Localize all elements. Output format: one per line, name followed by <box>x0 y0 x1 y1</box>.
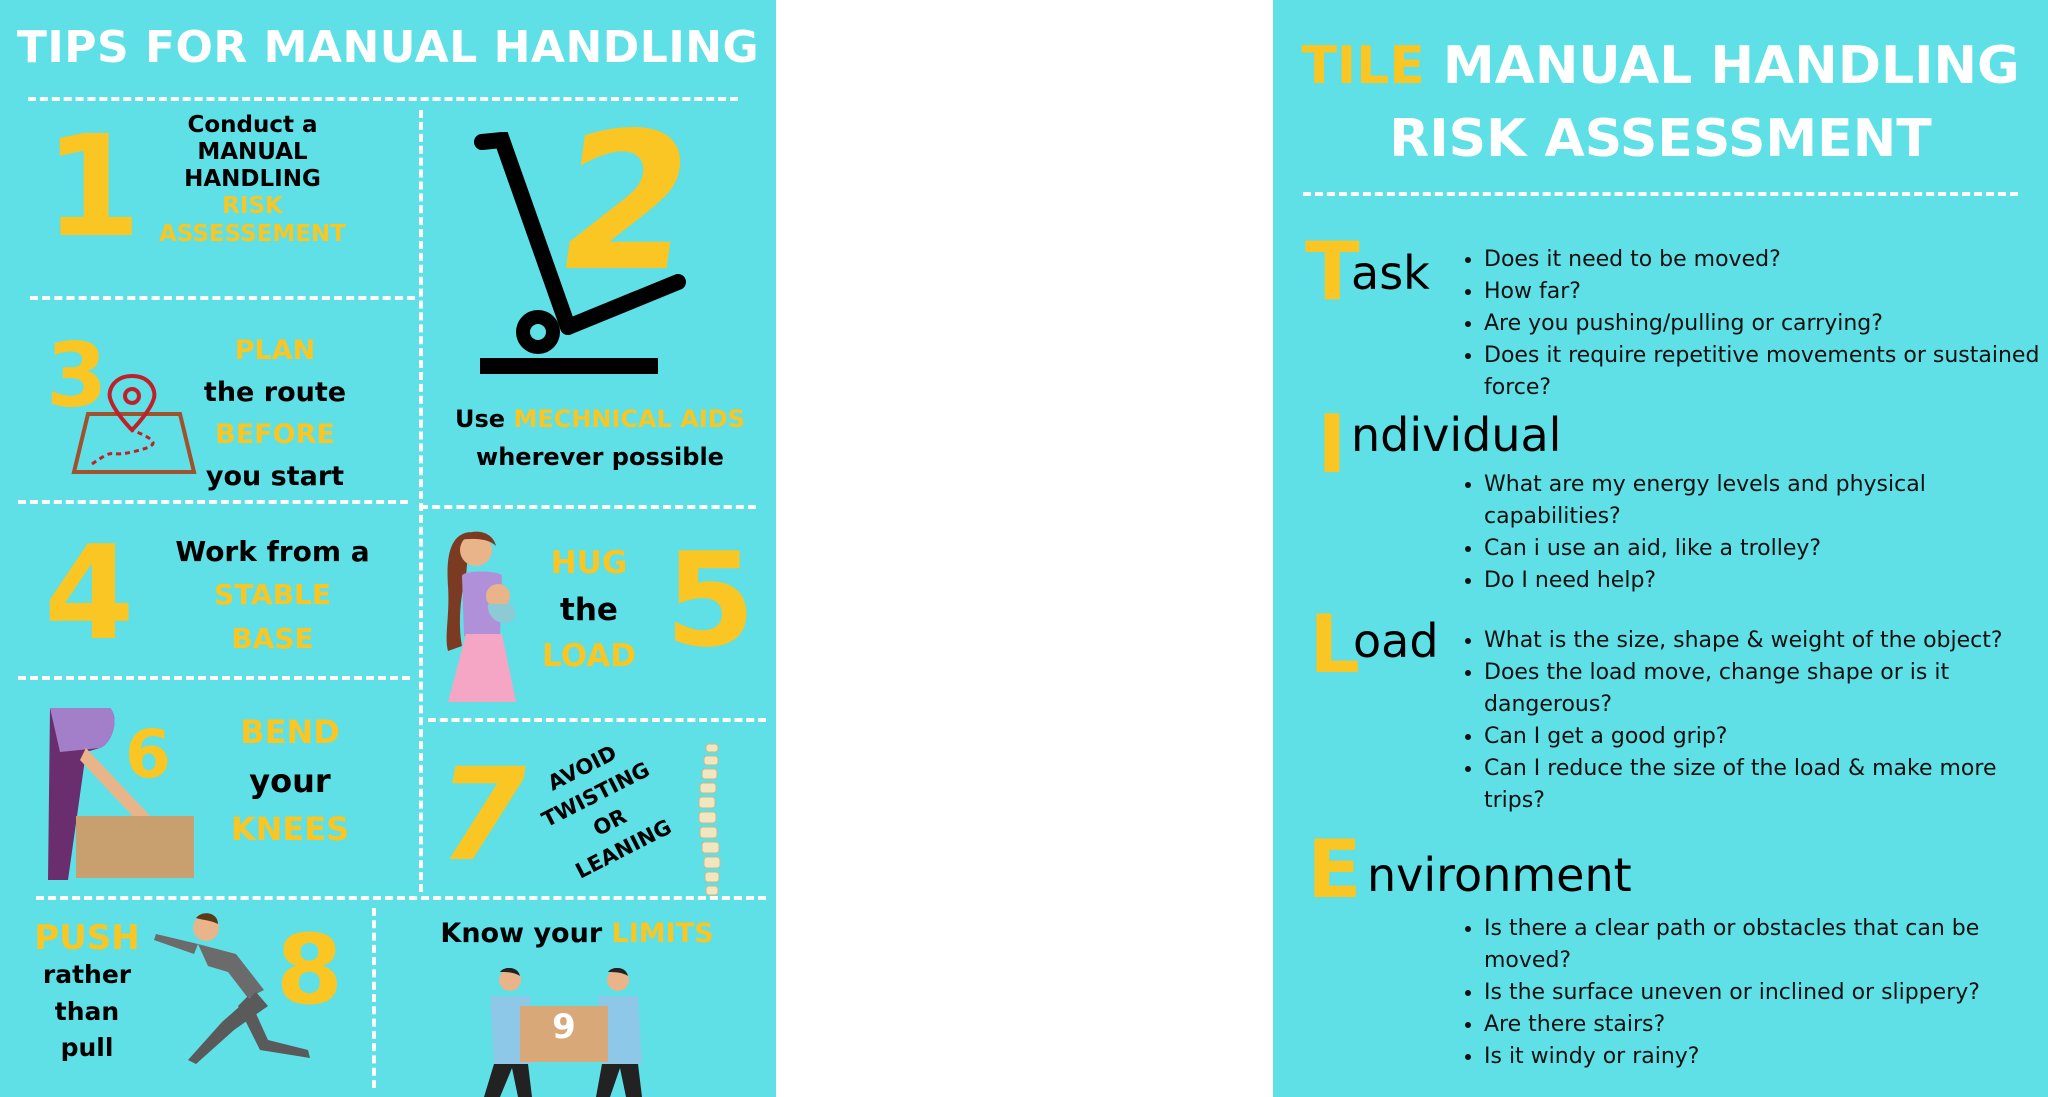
tip-8-number: 8 <box>276 914 343 1026</box>
list-item: Are there stairs? <box>1484 1009 2044 1041</box>
list-item: What are my energy levels and physical c… <box>1484 469 2044 533</box>
spine-icon <box>698 743 721 896</box>
tip-3-number: 3 <box>46 324 108 427</box>
list-item: Is it windy or rainy? <box>1484 1041 2044 1073</box>
list-item: Is the surface uneven or inclined or sli… <box>1484 977 2044 1009</box>
tip-8-text: PUSH rather than pull <box>34 918 140 1062</box>
divider <box>36 896 766 900</box>
tip-5-text: HUG the LOAD <box>542 545 636 674</box>
task-questions: Does it need to be moved? How far? Are y… <box>1458 244 2044 404</box>
tile-title: TILE MANUAL HANDLING RISK ASSESSMENT <box>1301 36 2020 169</box>
list-item: How far? <box>1484 276 2044 308</box>
bending-person-icon <box>48 708 194 880</box>
section-title-environment: nvironment <box>1367 848 1632 902</box>
divider <box>428 718 766 722</box>
tip-2-number: 2 <box>544 92 708 313</box>
tip-9-number: 9 <box>552 1007 576 1047</box>
list-item: What is the size, shape & weight of the … <box>1484 625 2044 657</box>
map-route-icon <box>71 373 197 474</box>
divider <box>420 505 756 509</box>
list-item: Are you pushing/pulling or carrying? <box>1484 308 2044 340</box>
list-item: Can I get a good grip? <box>1484 721 2044 753</box>
list-item: Do I need help? <box>1484 565 2044 597</box>
hand-truck-icon <box>474 132 686 374</box>
divider <box>28 97 738 101</box>
tip-4-number: 4 <box>44 517 135 669</box>
list-item: Does the load move, change shape or is i… <box>1484 657 2044 721</box>
tip-1-text: Conduct a MANUAL HANDLING RISK ASSESSEME… <box>159 112 346 247</box>
section-letter-e: E <box>1307 823 1362 916</box>
divider <box>419 110 423 892</box>
load-questions: What is the size, shape & weight of the … <box>1458 625 2044 817</box>
list-item: Can i use an aid, like a trolley? <box>1484 533 2044 565</box>
divider <box>1303 192 2018 196</box>
section-letter-i: I <box>1317 398 1347 491</box>
section-title-task: ask <box>1351 246 1430 300</box>
divider <box>18 676 410 680</box>
divider <box>18 500 408 504</box>
tip-5-number: 5 <box>665 524 756 676</box>
tips-title: TIPS FOR MANUAL HANDLING <box>16 22 760 73</box>
pushing-person-icon <box>154 913 310 1064</box>
individual-questions: What are my energy levels and physical c… <box>1458 469 2044 597</box>
tile-panel: TILE MANUAL HANDLING RISK ASSESSMENT T a… <box>1273 0 2048 1097</box>
section-letter-l: L <box>1309 598 1360 691</box>
list-item: Can I reduce the size of the load & make… <box>1484 753 2044 817</box>
divider <box>30 296 415 300</box>
section-title-load: oad <box>1353 614 1439 668</box>
section-letter-t: T <box>1305 225 1360 318</box>
list-item: Does it require repetitive movements or … <box>1484 340 2044 404</box>
tip-9-text: Know your LIMITS <box>440 918 714 949</box>
list-item: Does it need to be moved? <box>1484 244 2044 276</box>
tip-6-text: BEND your KNEES <box>230 713 350 849</box>
two-people-carrying-box-icon <box>484 968 642 1097</box>
tip-1-number: 1 <box>44 106 142 269</box>
section-title-individual: ndividual <box>1351 408 1562 462</box>
mother-baby-icon <box>446 531 516 702</box>
tip-6-number: 6 <box>125 716 171 793</box>
environment-questions: Is there a clear path or obstacles that … <box>1458 913 2044 1073</box>
tip-3-text: PLAN the route BEFORE you start <box>203 335 347 492</box>
list-item: Is there a clear path or obstacles that … <box>1484 913 2044 977</box>
tip-2-text: Use MECHNICAL AIDS wherever possible <box>455 405 745 472</box>
tips-panel: TIPS FOR MANUAL HANDLING 1 Conduct a MAN… <box>0 0 776 1097</box>
tip-4-text: Work from a STABLE BASE <box>175 535 370 655</box>
divider <box>372 908 376 1088</box>
